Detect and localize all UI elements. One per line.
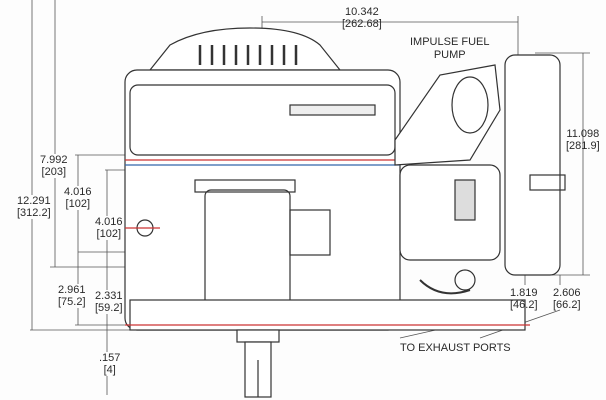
dim-mm: [4] — [103, 364, 116, 376]
dim-base-height-a: 2.961[75.2] — [58, 284, 86, 308]
dim-exhaust-offset-a: 1.819[46.2] — [510, 287, 538, 311]
dim-inch: 2.961 — [58, 284, 86, 296]
dim-mm: [312.2] — [17, 207, 51, 219]
dim-mm: [203] — [41, 166, 66, 178]
dim-mm: [281.9] — [566, 140, 600, 152]
dim-overall-width: 10.342[262.68] — [342, 6, 382, 30]
callout-line: IMPULSE FUEL — [410, 36, 490, 48]
dim-base-height-b: 2.331[59.2] — [95, 290, 123, 314]
dim-inch: 11.098 — [566, 128, 600, 140]
dim-mm: [46.2] — [510, 299, 538, 311]
dim-inch: 2.606 — [553, 287, 581, 299]
dim-inch: 4.016 — [95, 216, 123, 228]
dim-inch: .157 — [99, 352, 121, 364]
dim-inch: 2.331 — [95, 290, 123, 302]
dim-mm: [66.2] — [553, 299, 581, 311]
dim-upper-height: 7.992[203] — [40, 154, 68, 178]
dim-mm: [262.68] — [342, 18, 382, 30]
shroud-vents — [198, 45, 298, 65]
dim-shaft-step: .157[4] — [99, 352, 121, 376]
dim-mount-upper-b: 4.016[102] — [95, 216, 123, 240]
dim-right-height: 11.098[281.9] — [566, 128, 600, 152]
dim-mm: [59.2] — [95, 302, 123, 314]
dim-overall-height: 12.291[312.2] — [17, 195, 51, 219]
dim-mm: [75.2] — [58, 296, 86, 308]
dim-inch: 1.819 — [510, 287, 538, 299]
dim-mm: [102] — [96, 228, 121, 240]
dim-inch: 12.291 — [17, 195, 51, 207]
callout-line: PUMP — [433, 49, 466, 61]
exhaust-ports-callout: TO EXHAUST PORTS — [400, 342, 511, 354]
dim-inch: 10.342 — [345, 6, 379, 18]
dim-exhaust-offset-b: 2.606[66.2] — [553, 287, 581, 311]
dim-mm: [102] — [65, 198, 90, 210]
dim-inch: 7.992 — [40, 154, 68, 166]
dim-mount-upper-a: 4.016[102] — [64, 186, 92, 210]
dim-inch: 4.016 — [64, 186, 92, 198]
